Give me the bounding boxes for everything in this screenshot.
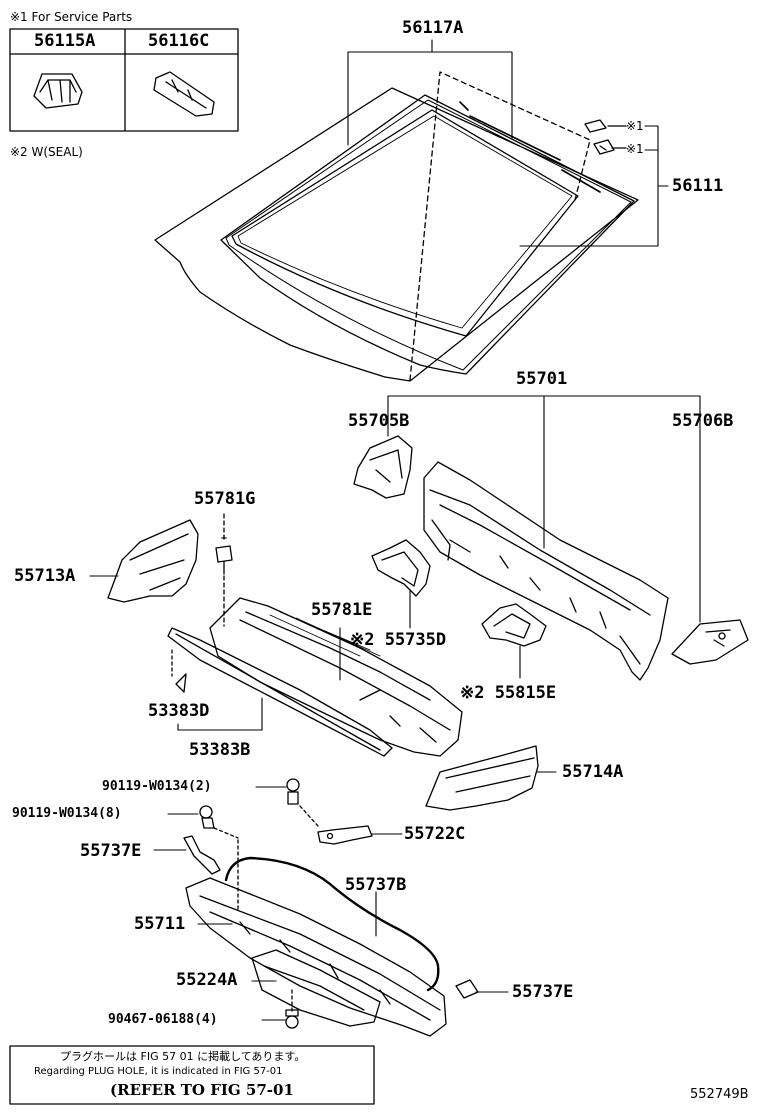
side-panel-55714a	[425, 745, 539, 811]
clip-56115a-icon	[33, 73, 83, 109]
label-55735d: ※2 55735D	[350, 630, 447, 650]
label-55224a: 55224A	[176, 970, 238, 990]
label-55737b: 55737B	[345, 875, 407, 895]
label-53383b: 53383B	[189, 740, 251, 760]
bolts	[167, 778, 319, 1029]
label-55711: 55711	[134, 914, 186, 934]
hose-clamp-55737e-left	[183, 835, 221, 875]
note-box	[9, 1045, 375, 1105]
bracket-55722c	[317, 825, 373, 845]
windshield-glass	[154, 87, 639, 382]
leaders-55701	[387, 395, 701, 623]
panel-55224a	[251, 949, 381, 1027]
label-55713a: 55713A	[14, 566, 76, 586]
weatherstrip-53383b	[167, 627, 393, 757]
leaders-top	[347, 39, 669, 247]
service-part-left-label: 56115A	[34, 31, 96, 51]
label-90119-w0134-2: 90119-W0134(2)	[102, 779, 212, 794]
cowl-panel-55711	[185, 877, 447, 1037]
label-55706b: 55706B	[672, 411, 734, 431]
clip-55781g	[215, 537, 233, 575]
label-90119-w0134-8: 90119-W0134(8)	[12, 806, 122, 821]
hose-clamp-55737e-right	[455, 979, 479, 999]
clip-56116c-icon	[153, 71, 215, 117]
note-japanese: プラグホールは FIG 57 01 に掲載してあります。	[60, 1050, 306, 1063]
service-part-right-label: 56116C	[148, 31, 210, 51]
seal-55735d	[371, 539, 431, 597]
label-55781e: 55781E	[311, 600, 373, 620]
label-56111: 56111	[672, 176, 724, 196]
label-55705b: 55705B	[348, 411, 410, 431]
cowl-top-panel	[423, 461, 669, 681]
label-55781g: 55781G	[194, 489, 256, 509]
label-55722c: 55722C	[404, 824, 466, 844]
label-55701: 55701	[516, 369, 568, 389]
legend-seal: ※2 W(SEAL)	[10, 145, 83, 159]
moulding-clips	[584, 119, 627, 155]
sheet-code: 552749B	[690, 1087, 749, 1102]
moulding-outline	[409, 71, 591, 381]
label-56117a: 56117A	[402, 18, 464, 38]
legend-service-parts: ※1 For Service Parts	[10, 10, 133, 24]
bracket-55706b	[671, 619, 749, 665]
label-55737e-right: 55737E	[512, 982, 574, 1002]
label-55714a: 55714A	[562, 762, 624, 782]
seal-55815e	[481, 603, 547, 647]
note-english: Regarding PLUG HOLE, it is indicated in …	[34, 1066, 283, 1077]
label-53383d: 53383D	[148, 701, 210, 721]
label-55737e-left: 55737E	[80, 841, 142, 861]
label-55815e: ※2 55815E	[460, 683, 557, 703]
side-panel-55713a	[107, 519, 199, 603]
service-parts-box	[9, 28, 239, 132]
note-refer: (REFER TO FIG 57-01	[110, 1081, 294, 1099]
label-mark1-bottom: ※1	[626, 142, 644, 156]
washer-hose-55737b	[224, 856, 440, 992]
bracket-55705b	[353, 435, 413, 499]
label-mark1-top: ※1	[626, 119, 644, 133]
cowl-louver-panel	[209, 597, 463, 757]
label-90467-06188: 90467-06188(4)	[108, 1012, 218, 1027]
